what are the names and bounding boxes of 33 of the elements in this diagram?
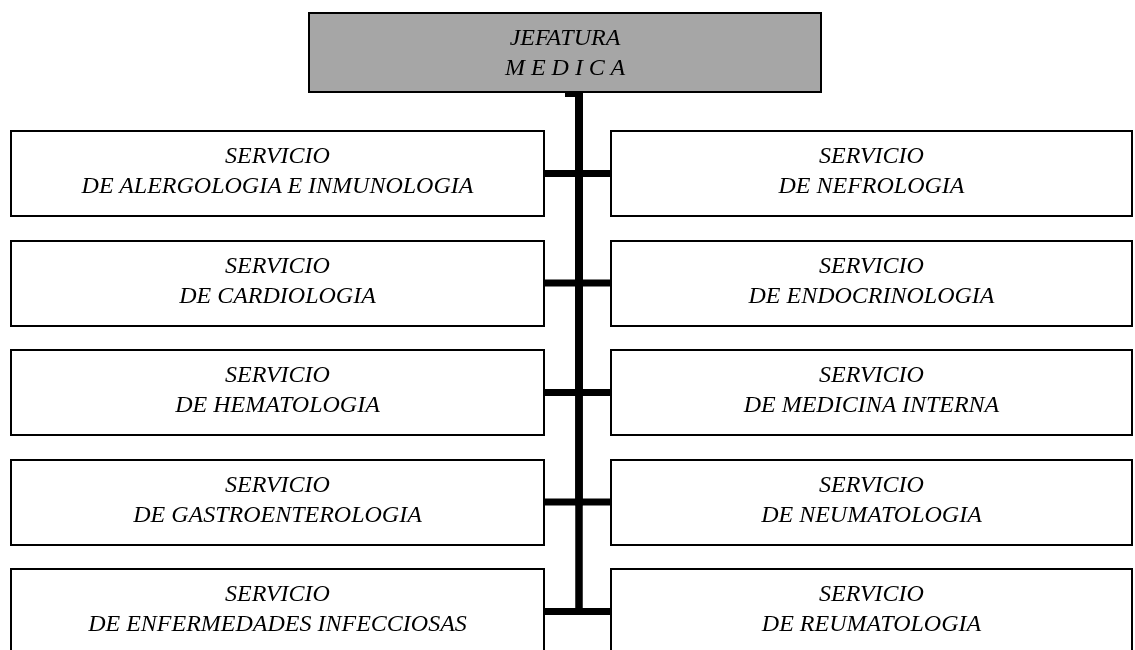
box-text: DE ENDOCRINOLOGIA bbox=[748, 280, 995, 310]
box-text: SERVICIO bbox=[225, 141, 330, 170]
box-text: SERVICIO bbox=[225, 579, 330, 608]
service-box bbox=[10, 349, 545, 436]
box-text: SERVICIO bbox=[819, 250, 924, 280]
service-box bbox=[610, 239, 1133, 327]
box-text: SERVICIO bbox=[225, 469, 330, 499]
box-text: SERVICIO bbox=[225, 250, 330, 280]
box-text: M E D I C A bbox=[504, 53, 626, 82]
service-box bbox=[10, 568, 545, 650]
box-text: SERVICIO bbox=[819, 579, 924, 608]
box-text: SERVICIO bbox=[819, 141, 924, 170]
head-box bbox=[308, 12, 822, 93]
box-text: DE ENFERMEDADES INFECCIOSAS bbox=[88, 609, 467, 638]
box-text: SERVICIO bbox=[225, 360, 330, 389]
box-text: SERVICIO bbox=[819, 360, 924, 389]
service-box bbox=[10, 130, 545, 217]
box-text: DE NEFROLOGIA bbox=[778, 171, 965, 200]
box-text: DE HEMATOLOGIA bbox=[175, 390, 380, 419]
service-box bbox=[610, 568, 1133, 650]
service-box bbox=[610, 130, 1133, 217]
service-box bbox=[10, 458, 545, 546]
box-text: DE GASTROENTEROLOGIA bbox=[133, 499, 422, 529]
box-text: DE REUMATOLOGIA bbox=[761, 609, 982, 638]
box-text: SERVICIO bbox=[819, 469, 924, 499]
service-box bbox=[610, 349, 1133, 436]
box-text: DE MEDICINA INTERNA bbox=[743, 390, 1000, 419]
service-box bbox=[610, 458, 1133, 546]
box-text: DE ALERGOLOGIA E INMUNOLOGIA bbox=[81, 171, 474, 200]
box-text: JEFATURA bbox=[509, 23, 621, 52]
box-text: DE NEUMATOLOGIA bbox=[761, 499, 982, 529]
box-text: DE CARDIOLOGIA bbox=[179, 280, 376, 310]
service-box bbox=[10, 239, 545, 327]
